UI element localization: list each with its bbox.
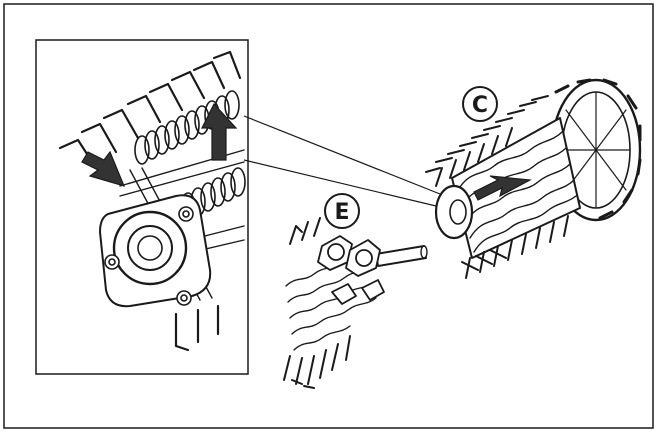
reel-top-tines (425, 95, 549, 187)
e-bearing-clamps (317, 235, 385, 305)
reel-assembly-e (283, 217, 428, 389)
inset-lower-tines (174, 304, 220, 352)
inset-bolts (104, 206, 194, 306)
callout-c-label: C (472, 93, 488, 118)
reel-wheel-spokes (561, 91, 631, 209)
detail-leader-lines (243, 115, 441, 207)
e-tines (283, 217, 351, 389)
reel-end-hub-bore (449, 199, 467, 225)
inset-hub-bore (137, 235, 163, 261)
callout-c: C (462, 86, 498, 122)
reel-wheel-tread (554, 78, 642, 220)
lift-arrow-icon (201, 102, 238, 161)
reel-bottom-tines (461, 215, 569, 279)
detail-inset-content (58, 50, 246, 352)
remove-arrow-icon (473, 175, 533, 201)
push-arrow-icon (81, 150, 126, 187)
callout-e-label: E (334, 200, 349, 225)
inset-tines (58, 50, 242, 170)
callout-e: E (324, 193, 360, 229)
